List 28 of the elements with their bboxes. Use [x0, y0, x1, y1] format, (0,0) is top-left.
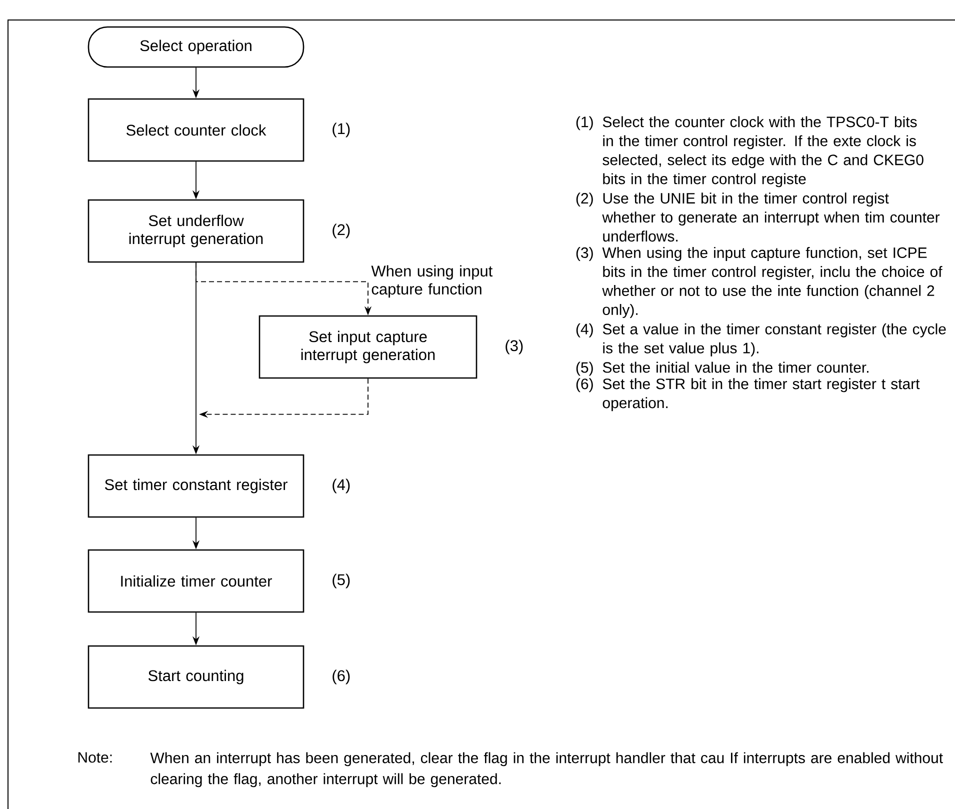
item-number: (5) [576, 362, 593, 376]
note-text: Set a value in the timer constant register (the cycle is the set value plus 1). [602, 323, 946, 356]
item-number: (2) [576, 192, 593, 207]
step-number: (4) [332, 478, 350, 494]
edge-label: When using input capture function [371, 265, 493, 298]
item-number: (4) [576, 323, 593, 338]
step-number: (1) [332, 122, 350, 138]
note-text: Use the UNIE bit in the timer control regist whether to generate an interrupt when tim counter underflows. [602, 192, 940, 242]
note-text: When an interrupt has been generated, clear the flag in the interrupt handler that cau If interrupts are enabled without clearing the flag, another interrupt will be generated. [150, 752, 943, 788]
process-box: Initialize timer counter [88, 549, 304, 613]
step-number: (2) [332, 224, 350, 238]
process-box: Set timer constant register [88, 454, 304, 518]
note-text: Select the counter clock with the TPSC0-T bits in the timer control register. If the exte clock is selected, select its edge with the C and CKEG0 bits in the timer control registe [602, 116, 924, 188]
note-text: When using the input capture function, set ICPE bits in the timer control register, inclu the choice of whether or not to use the inte function (channel 2 only). [602, 247, 942, 318]
note-text: Set the STR bit in the timer start register t start operation. [602, 378, 920, 412]
terminal-box: Select operation [88, 26, 304, 68]
step-number: (3) [506, 340, 523, 354]
process-box: Select counter clock [88, 98, 304, 162]
step-number: (5) [332, 574, 350, 588]
item-number: (3) [576, 247, 593, 261]
note-text: Set the initial value in the timer counter. [602, 362, 868, 373]
process-box: Start counting [88, 645, 304, 709]
process-box: Set underflow interrupt generation [88, 199, 304, 263]
note-label: Note: [78, 752, 112, 763]
step-number: (6) [332, 670, 350, 684]
item-number: (6) [576, 378, 593, 392]
item-number: (1) [576, 116, 593, 130]
process-box: Set input capture interrupt generation [258, 315, 478, 379]
